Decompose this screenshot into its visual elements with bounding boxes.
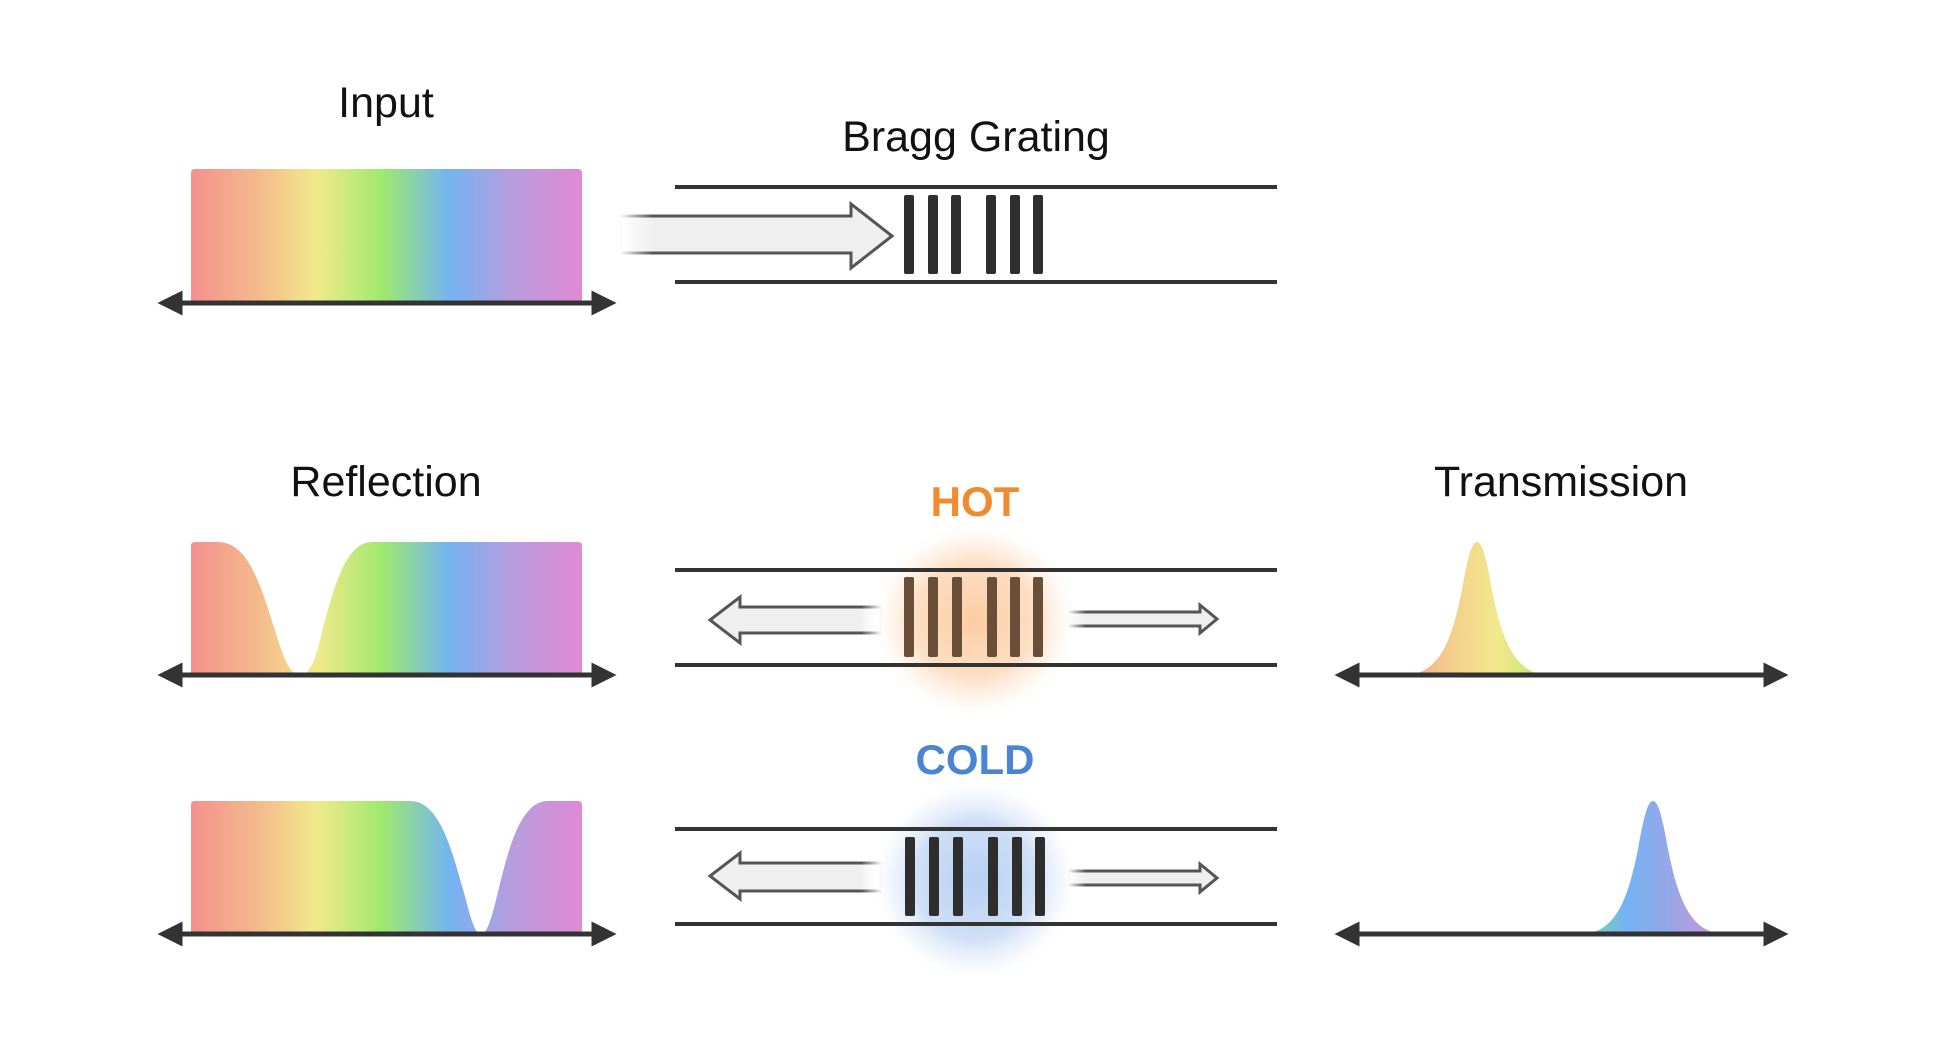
input-title: Input — [338, 79, 434, 127]
cold-label: COLD — [916, 736, 1035, 783]
cold-reflection-spectrum — [157, 801, 617, 947]
heat-glow — [875, 525, 1075, 715]
hot-label: HOT — [931, 478, 1020, 525]
grating-bars — [905, 837, 1045, 916]
input-spectrum — [157, 169, 617, 316]
transmitted-arrow-icon — [1066, 601, 1220, 637]
grating-bars — [904, 577, 1043, 657]
reflected-arrow-icon — [707, 593, 884, 647]
hot-fiber — [675, 525, 1277, 715]
hot-reflection-spectrum — [157, 542, 617, 688]
cold-fiber — [675, 782, 1277, 978]
transmission-title: Transmission — [1434, 458, 1688, 506]
reflected-arrow-icon — [707, 849, 884, 903]
reflection-title: Reflection — [290, 458, 481, 506]
incident-arrow-icon — [618, 200, 895, 272]
hot-transmission-spectrum — [1334, 542, 1789, 688]
input-fiber — [618, 185, 1277, 284]
transmitted-arrow-icon — [1066, 860, 1220, 896]
grating-bars — [904, 195, 1043, 274]
cold-transmission-spectrum — [1334, 801, 1789, 947]
bragg-grating-title: Bragg Grating — [842, 113, 1110, 161]
